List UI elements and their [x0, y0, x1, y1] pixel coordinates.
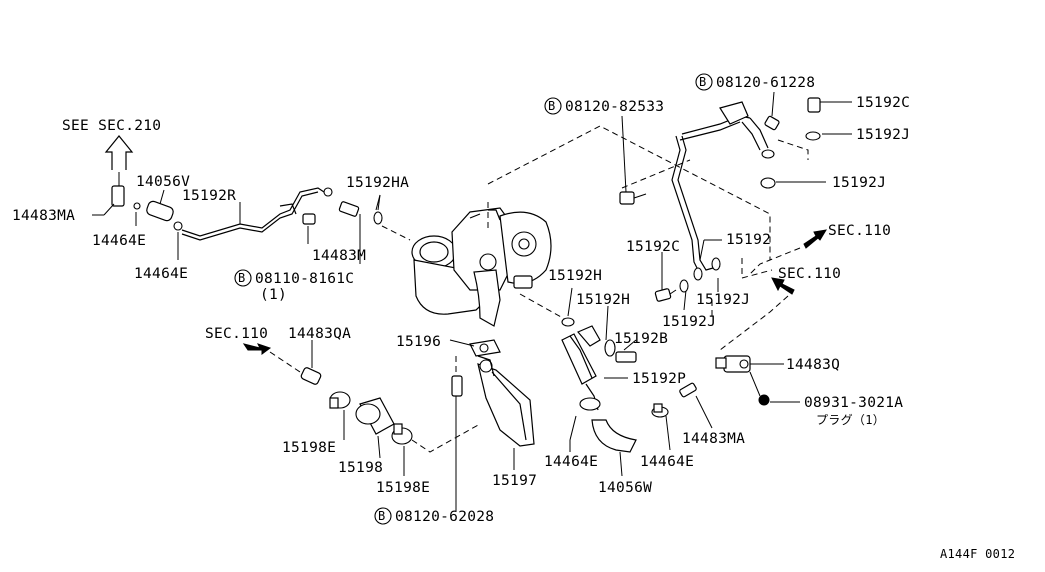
label-08120-62028: 08120-62028: [395, 509, 494, 525]
turbocharger: [411, 202, 552, 327]
label-plug: プラグ（1）: [816, 413, 885, 427]
label-15192j-top: 15192J: [856, 127, 910, 143]
label-15192j-c: 15192J: [696, 292, 750, 308]
label-sec110-a: SEC.110: [828, 223, 891, 239]
connector-14483qa: [300, 367, 322, 385]
label-15198e-a: 15198E: [282, 440, 336, 456]
label-15192p: 15192P: [632, 371, 686, 387]
label-14464e-d: 14464E: [640, 454, 694, 470]
washer-15192j-mid: [760, 177, 776, 189]
washer-15192j-top: [805, 131, 821, 141]
label-sec110-b: SEC.110: [778, 266, 841, 282]
see-sec-arrow: [104, 135, 134, 186]
svg-text:B: B: [548, 99, 556, 113]
label-15198: 15198: [338, 460, 383, 476]
label-14483m: 14483M: [312, 248, 366, 264]
sec110-arrow-c: [242, 343, 301, 373]
hose-15198: [329, 391, 413, 445]
sec110-arrow-a: [747, 229, 827, 277]
label-15196: 15196: [396, 334, 441, 350]
label-14056w: 14056W: [598, 480, 652, 496]
label-15192j-d: 15192J: [662, 314, 716, 330]
hose-14056w: [591, 419, 637, 453]
gasket-15196: [469, 339, 501, 357]
connector-14483ma-right: [679, 382, 697, 398]
label-14483qa: 14483QA: [288, 326, 351, 342]
left-tube-assembly: [111, 185, 383, 241]
bolt-15192c-mid: [654, 288, 672, 302]
diagram-ref-code: A144F 0012: [940, 547, 1015, 561]
svg-text:B: B: [699, 75, 707, 89]
label-15197: 15197: [492, 473, 537, 489]
label-14483ma-right: 14483MA: [682, 431, 745, 447]
label-08120-61228: 08120-61228: [716, 75, 815, 91]
label-15192r: 15192R: [182, 188, 236, 204]
label-15192b: 15192B: [614, 331, 668, 347]
label-14464e-b: 14464E: [134, 266, 188, 282]
label-14483ma-left: 14483MA: [12, 208, 75, 224]
bolt-mark-08120-82533: B: [544, 97, 562, 115]
label-15192c-mid: 15192C: [626, 239, 680, 255]
bolt-15192c-top: [807, 97, 821, 113]
label-15192c-top: 15192C: [856, 95, 910, 111]
label-15192ha: 15192HA: [346, 175, 409, 191]
label-14483q: 14483Q: [786, 357, 840, 373]
label-15192h-b: 15192H: [576, 292, 630, 308]
label-08120-82533: 08120-82533: [565, 99, 664, 115]
bolt-mark-08120-61228: B: [695, 73, 713, 91]
svg-text:B: B: [378, 509, 386, 523]
label-08110-qty: (1): [260, 287, 287, 303]
label-15192h-a: 15192H: [548, 268, 602, 284]
label-15192j-mid: 15192J: [832, 175, 886, 191]
label-14464e-a: 14464E: [92, 233, 146, 249]
sensor-14483q: [715, 355, 751, 373]
bolt-mark-08120-62028: B: [374, 507, 392, 525]
label-08931-3021a: 08931-3021A: [804, 395, 903, 411]
label-15198e-b: 15198E: [376, 480, 430, 496]
label-14056v: 14056V: [136, 174, 190, 190]
label-15192: 15192: [726, 232, 771, 248]
label-sec110-c: SEC.110: [205, 326, 268, 342]
label-08110-8161c: 08110-8161C: [255, 271, 354, 287]
svg-text:B: B: [238, 271, 246, 285]
oil-feed-pipe: [619, 101, 780, 281]
label-14464e-c: 14464E: [544, 454, 598, 470]
bolt-mark-08110-8161c: B: [234, 269, 252, 287]
sec110-arrow-b: [719, 277, 795, 351]
pipe-15197: [477, 355, 535, 447]
see-sec-210-label: SEE SEC.210: [62, 118, 161, 134]
bolt-08120-62028: [451, 375, 463, 397]
oil-return-pipe: [561, 317, 637, 411]
